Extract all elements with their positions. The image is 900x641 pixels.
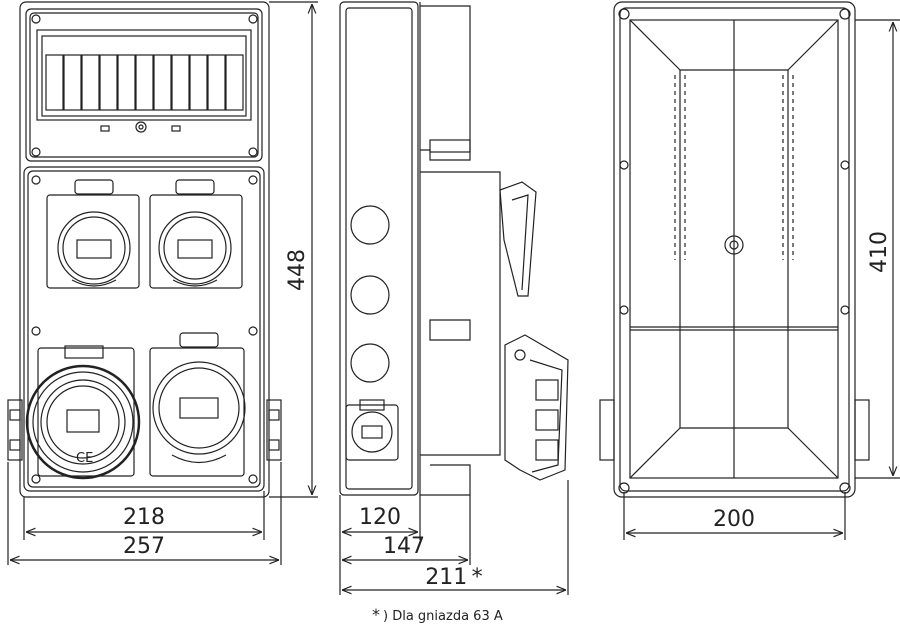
back-view: [599, 1, 870, 498]
right-gland: [266, 399, 282, 461]
footnote-text: ) Dla gniazda 63 A: [383, 609, 503, 624]
back-dimensions: [623, 19, 900, 540]
socket-63a: CE: [25, 345, 141, 480]
dim-back-height: 410: [867, 231, 892, 273]
side-socket-small-profile: [499, 181, 537, 297]
side-knockout-3: [350, 343, 390, 383]
breaker-slots: [45, 54, 244, 111]
front-enclosure-outline: [19, 1, 270, 498]
side-knockout-1: [350, 205, 390, 245]
front-dimensions: [7, 1, 318, 565]
front-breaker-module: [25, 8, 263, 162]
back-right-gland: [854, 399, 870, 461]
dim-front-total-width: 257: [123, 534, 165, 559]
socket-top-left: [46, 179, 140, 289]
dim-side-body-depth: 120: [359, 505, 401, 530]
back-left-gland: [599, 399, 615, 461]
footnote-marker: *: [372, 605, 380, 624]
breaker-window: [36, 29, 252, 121]
front-socket-panel: [23, 166, 265, 492]
back-center-hole: [724, 235, 744, 255]
side-body: [339, 1, 419, 496]
footnote: * ) Dla gniazda 63 A: [372, 605, 503, 624]
dim-front-height: 448: [285, 249, 310, 291]
dim-front-inner-width: 218: [123, 505, 165, 530]
back-enclosure-outline: [613, 1, 856, 498]
side-small-socket: [345, 399, 399, 461]
left-gland: [7, 399, 23, 461]
socket-top-right: [149, 179, 243, 289]
socket-bottom-right: [149, 332, 246, 477]
side-knockout-2: [350, 275, 390, 315]
dim-side-total-depth: 147: [383, 534, 425, 559]
dim-back-width: 200: [713, 507, 755, 532]
side-socket-63a-profile: [504, 334, 569, 481]
front-view: CE: [7, 1, 282, 498]
side-view: [339, 1, 569, 496]
lock-screw-icon: [135, 121, 147, 133]
side-dimensions: [339, 480, 569, 595]
ce-mark: CE: [76, 451, 93, 466]
dim-side-max-depth: 211 *: [425, 565, 482, 590]
back-slot-columns: [674, 75, 794, 260]
